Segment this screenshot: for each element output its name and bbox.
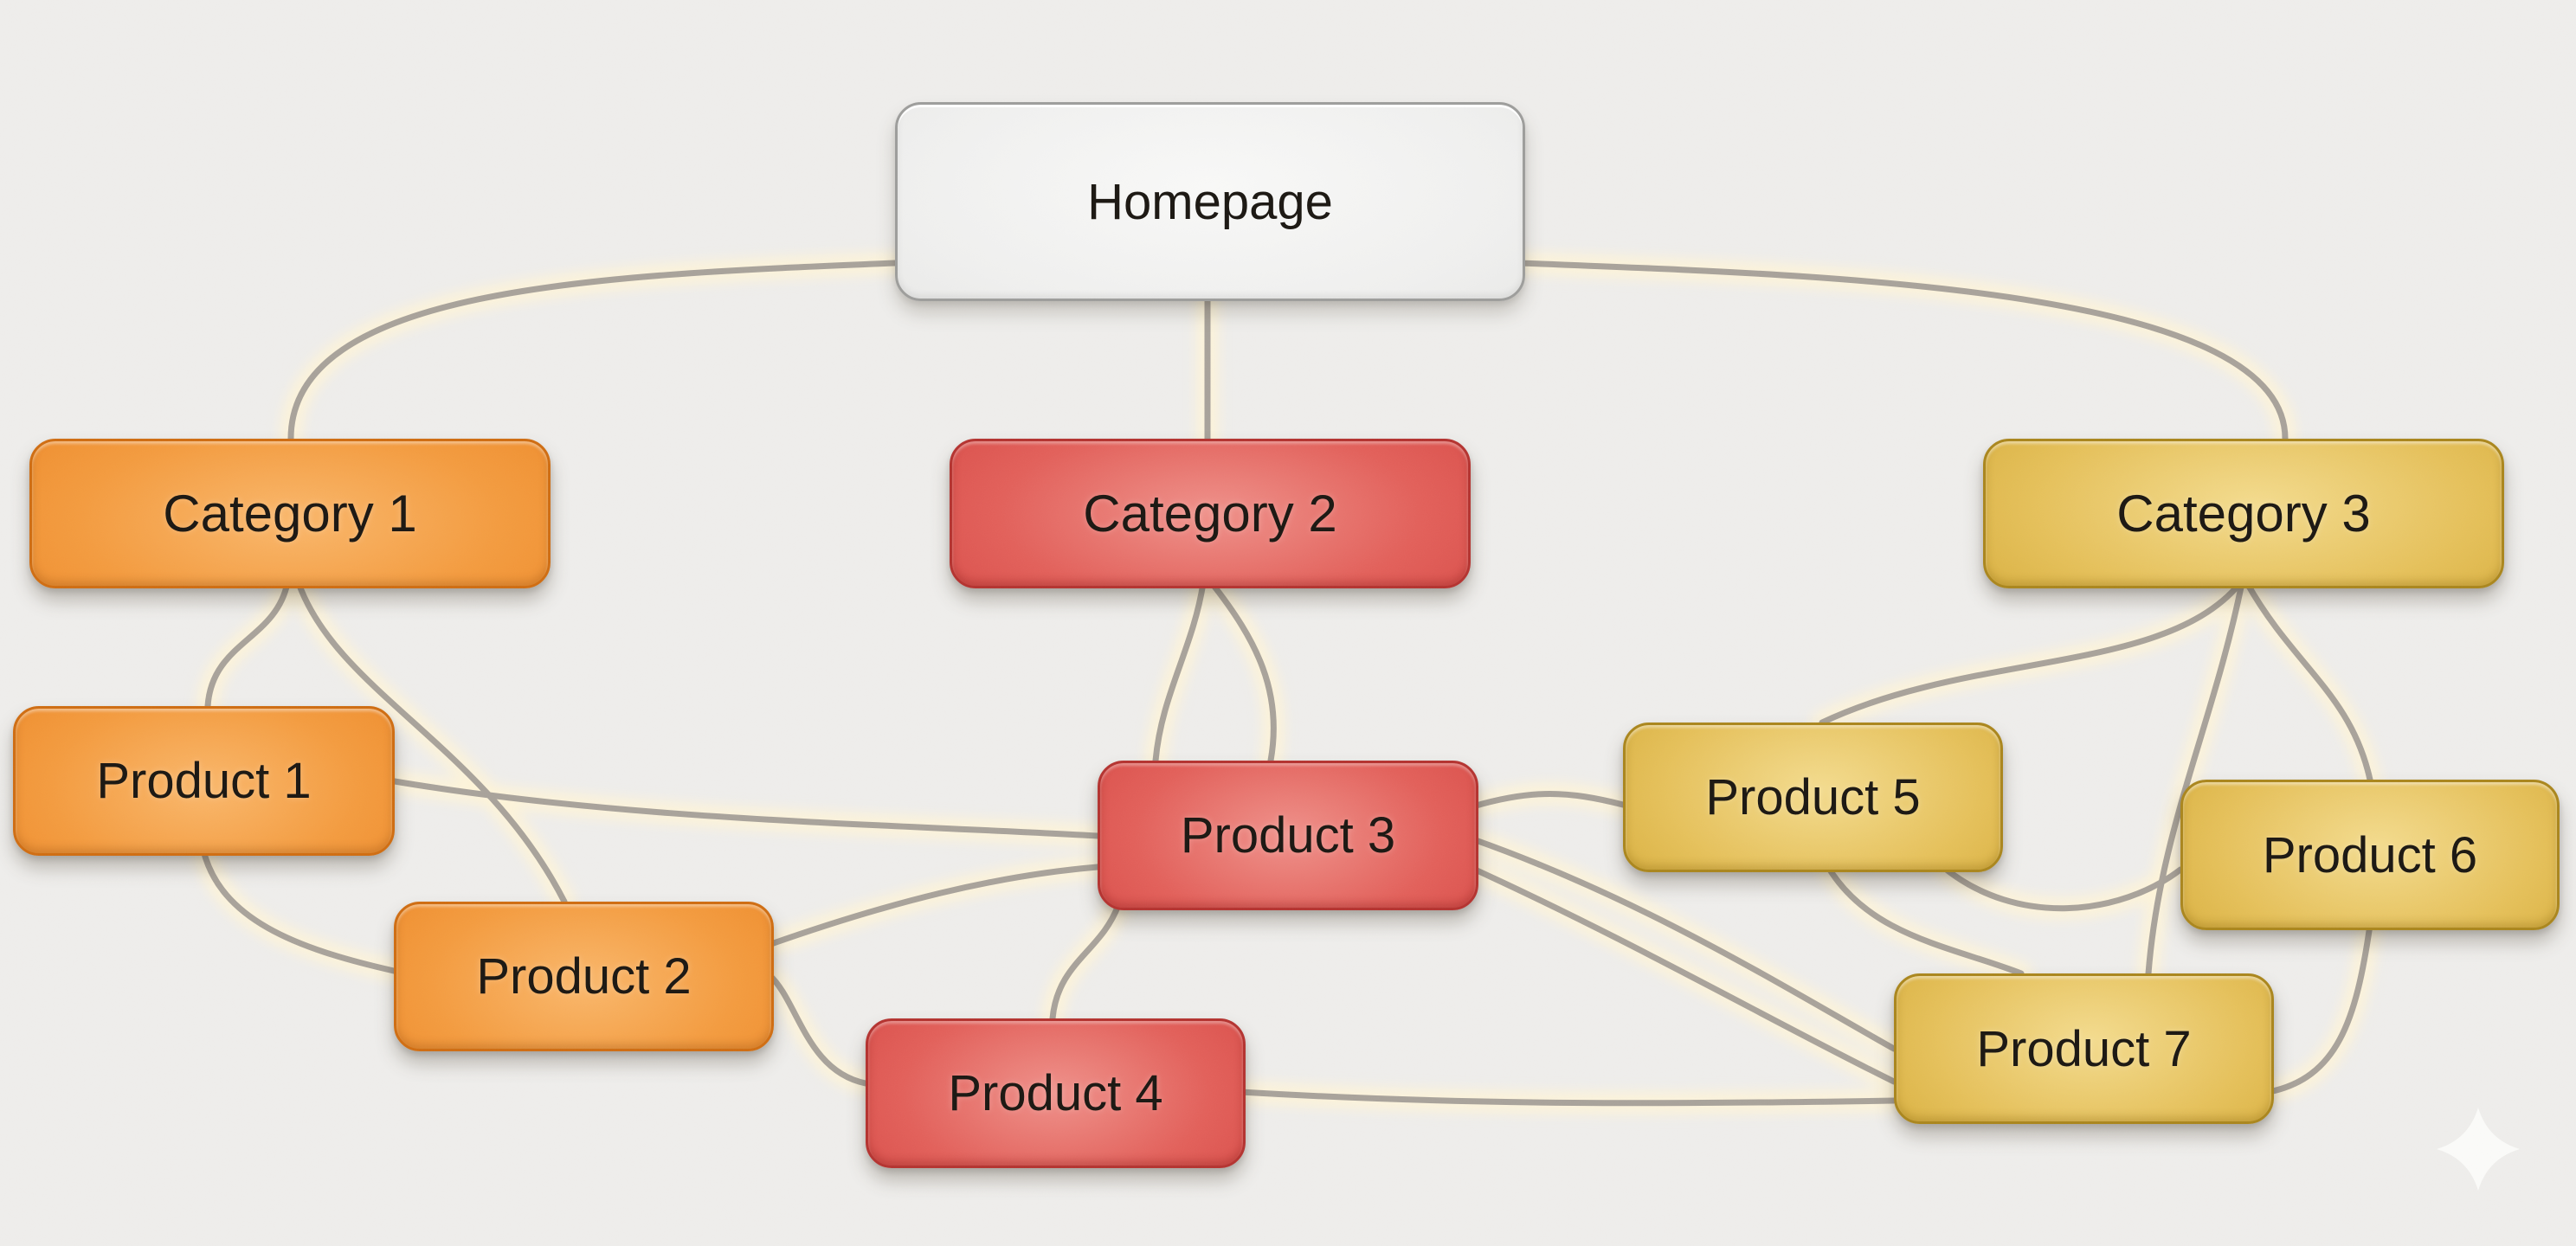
- node-cat3[interactable]: Category 3: [1983, 439, 2504, 588]
- node-p4[interactable]: Product 4: [866, 1018, 1246, 1168]
- node-p6[interactable]: Product 6: [2180, 780, 2560, 930]
- node-label: Product 5: [1705, 769, 1921, 825]
- node-p1[interactable]: Product 1: [13, 706, 395, 856]
- node-label: Product 4: [948, 1065, 1163, 1121]
- node-label: Category 3: [2116, 485, 2371, 543]
- node-p5[interactable]: Product 5: [1623, 723, 2003, 872]
- node-label: Category 2: [1083, 485, 1337, 543]
- node-label: Product 1: [96, 753, 312, 809]
- node-label: Category 1: [163, 485, 417, 543]
- node-p3[interactable]: Product 3: [1098, 761, 1478, 910]
- node-cat1[interactable]: Category 1: [29, 439, 551, 588]
- node-label: Product 6: [2262, 826, 2478, 883]
- node-cat2[interactable]: Category 2: [950, 439, 1471, 588]
- node-label: Product 7: [1976, 1020, 2192, 1077]
- node-p2[interactable]: Product 2: [394, 902, 774, 1051]
- node-homepage[interactable]: Homepage: [895, 102, 1525, 301]
- node-label: Homepage: [1087, 173, 1333, 230]
- node-p7[interactable]: Product 7: [1894, 973, 2274, 1124]
- node-label: Product 2: [476, 948, 692, 1005]
- node-label: Product 3: [1180, 807, 1396, 864]
